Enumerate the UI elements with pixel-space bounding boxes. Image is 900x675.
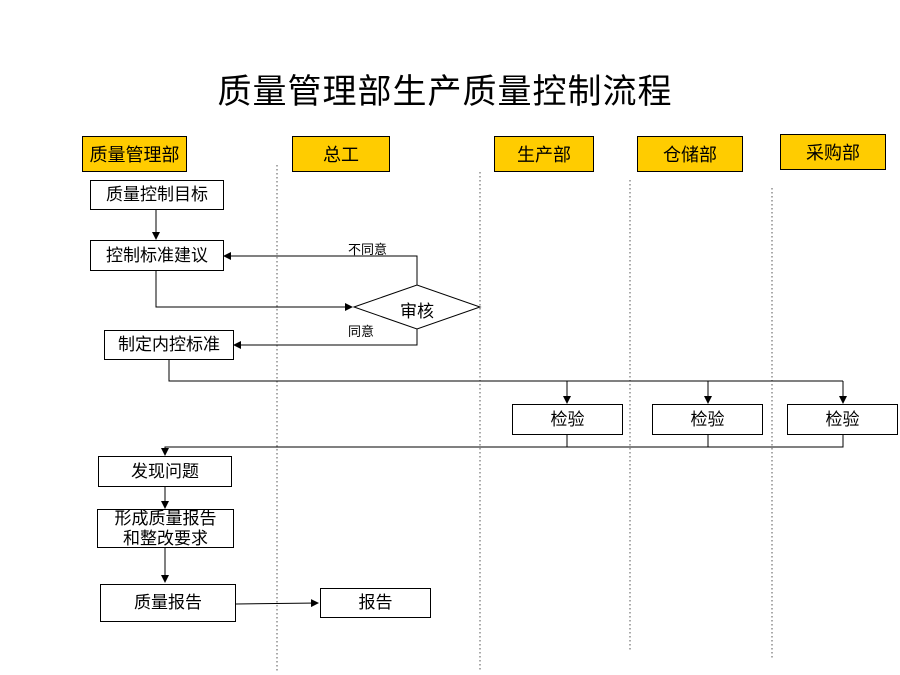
lane-header-chief: 总工 (292, 136, 390, 172)
arrow-to-chief-report (235, 599, 319, 608)
step-standard-proposal: 控制标准建议 (90, 240, 224, 271)
review-diamond (352, 284, 482, 330)
lane-header-production: 生产部 (494, 136, 594, 172)
step-report-and-rectification: 形成质量报告 和整改要求 (97, 508, 234, 549)
step-inspect-purchasing: 检验 (787, 404, 898, 435)
arrow-agree (233, 329, 418, 349)
arrow-inspections-to-issue (161, 435, 844, 456)
step-review: 审核 (400, 302, 434, 322)
lane-header-quality: 质量管理部 (82, 136, 187, 172)
arrow-proposal-to-review (155, 271, 353, 311)
report-line-1: 形成质量报告 (114, 508, 217, 529)
step-inspect-warehouse: 检验 (652, 404, 763, 435)
report-line-2: 和整改要求 (123, 528, 208, 549)
step-inspect-production: 检验 (512, 404, 623, 435)
step-chief-report: 报告 (320, 588, 431, 618)
arrow-disagree (223, 252, 418, 285)
arrow-standard-bus (168, 360, 843, 382)
lane-header-purchasing: 采购部 (780, 134, 886, 170)
step-internal-standard: 制定内控标准 (104, 330, 234, 360)
step-quality-goal: 质量控制目标 (90, 180, 224, 210)
page-title: 质量管理部生产质量控制流程 (217, 72, 673, 112)
step-find-issue: 发现问题 (98, 456, 232, 487)
edge-label-agree: 同意 (348, 325, 375, 340)
edge-label-disagree: 不同意 (348, 243, 388, 258)
step-quality-report: 质量报告 (100, 584, 236, 622)
lane-header-warehouse: 仓储部 (637, 136, 743, 172)
